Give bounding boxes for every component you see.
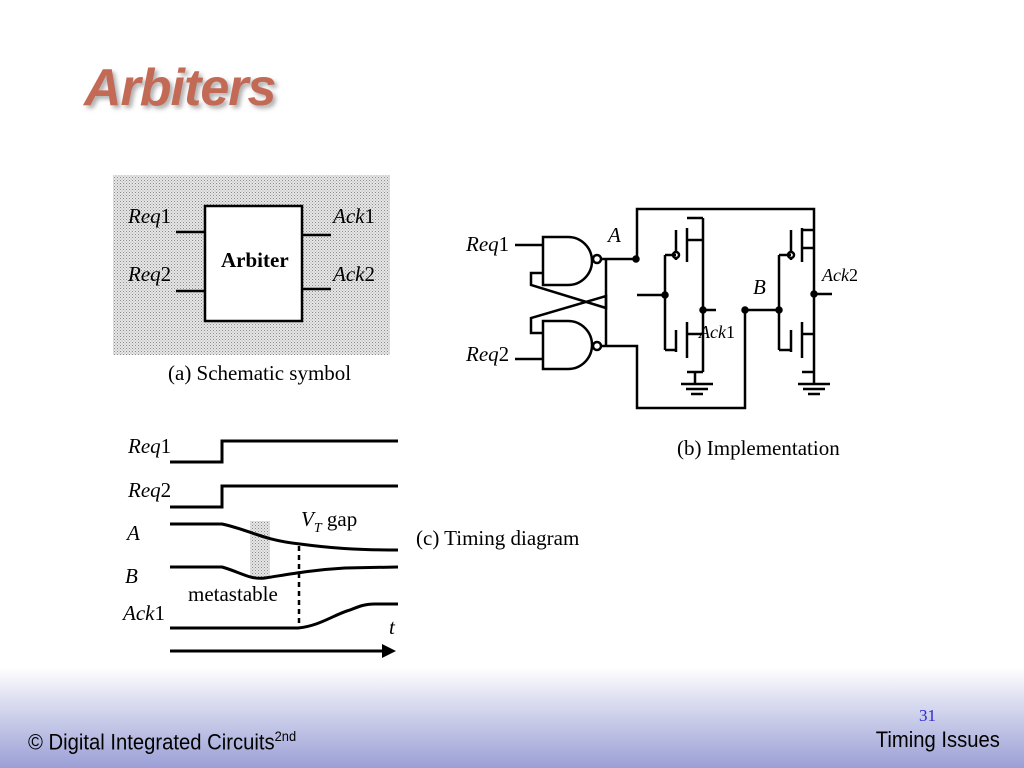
req2-waveform [170,484,398,509]
arbiter-box-label: Arbiter [221,248,289,272]
impl-ack2-label: Ack2 [821,265,858,285]
implementation-labels: Req1 Req2 A B Ack1 Ack2 (b) Implementati… [465,223,858,460]
time-label: t [389,615,396,639]
schematic-caption: (a) Schematic symbol [168,361,351,385]
time-axis-arrow [382,644,396,658]
a-waveform [170,522,399,552]
timing-ack1-label: Ack1 [121,601,165,625]
req1-waveform [170,439,398,464]
nand-top-bubble [591,253,603,265]
footer-copyright: © Digital Integrated Circuits2nd [28,728,296,755]
slide-title: Arbiters [84,59,276,117]
impl-node-a-label: A [606,223,621,247]
impl-ack1-label: Ack1 [698,322,735,342]
nand-gate-top [541,235,594,287]
schematic-ack1-label: Ack1 [331,204,375,228]
schematic-ack2-label: Ack2 [331,262,375,286]
timing-caption: (c) Timing diagram [416,526,579,550]
nand-bottom-bubble [591,340,603,352]
nand-gate-bottom [541,319,594,371]
impl-req1-label: Req1 [465,232,509,256]
timing-diagram: Req1 Req2 A B Ack1 VT gap metastable t (… [121,434,579,658]
footer-edition: 2nd [274,728,297,744]
arbiter-figure: Req1 Req2 Ack1 Ack2 Arbiter (a) Schemati… [113,175,858,658]
timing-b-label: B [125,564,138,588]
vt-gap-region [250,521,270,577]
page-number: 31 [919,706,936,725]
metastable-label: metastable [188,582,278,606]
implementation-circuit [515,207,832,410]
schematic-req1-label: Req1 [127,204,171,228]
timing-req2-label: Req2 [127,478,171,502]
footer-bar [0,668,1024,768]
arbiter-box [203,204,304,323]
footer-copyright-text: © Digital Integrated Circuits [28,729,275,755]
schematic-req2-label: Req2 [127,262,171,286]
implementation-caption: (b) Implementation [677,436,840,460]
ack1-waveform [170,602,398,630]
timing-req1-label: Req1 [127,434,171,458]
vt-gap-label: VT gap [301,507,357,536]
b-waveform [170,565,399,580]
impl-node-b-label: B [753,275,766,299]
footer-chapter: Timing Issues [875,727,1000,752]
schematic-symbol: Req1 Req2 Ack1 Ack2 Arbiter (a) Schemati… [113,175,390,385]
impl-req2-label: Req2 [465,342,509,366]
timing-a-label: A [125,521,140,545]
